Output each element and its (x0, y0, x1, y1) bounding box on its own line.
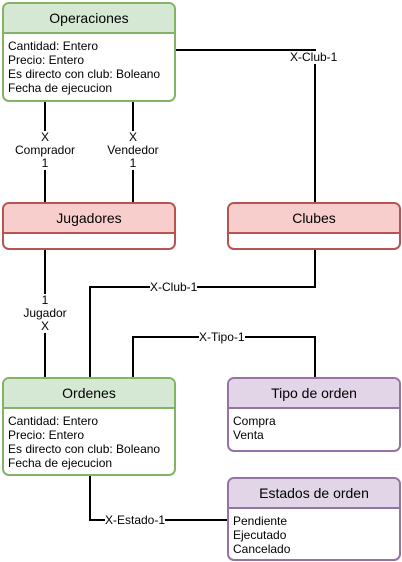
entity-jugadores-title: Jugadores (4, 204, 174, 234)
label-ord-tipo: X-Tipo-1 (199, 330, 245, 344)
edge-operaciones-clubes (176, 49, 316, 202)
entity-estados-orden[interactable]: Estados de orden Pendiente Ejecutado Can… (227, 477, 401, 561)
edge-ordenes-clubes (89, 250, 316, 377)
entity-estados-orden-title: Estados de orden (229, 479, 399, 509)
cardinality-bottom: 1 (129, 156, 137, 170)
role-name: Comprador (15, 143, 76, 157)
entity-operaciones-title: Operaciones (4, 4, 174, 34)
label-ord-estado: X-Estado-1 (105, 513, 166, 527)
entity-clubes-title: Clubes (229, 204, 399, 234)
cardinality-top: X (40, 130, 49, 144)
edge-ordenes-estado (89, 476, 227, 521)
field: Venta (233, 428, 264, 442)
entity-ordenes-title: Ordenes (4, 379, 174, 409)
field: Cantidad: Entero (8, 414, 99, 428)
cardinality-bottom: X (40, 319, 49, 333)
entity-jugadores[interactable]: Jugadores (2, 202, 176, 250)
entity-tipo-orden-fields: Compra Venta (229, 409, 399, 447)
label-op-club: X-Club-1 (290, 50, 338, 64)
field: Fecha de ejecucion (8, 81, 113, 95)
field: Precio: Entero (8, 428, 85, 442)
entity-ordenes-fields: Cantidad: Entero Precio: Entero Es direc… (4, 409, 174, 474)
field: Pendiente (233, 514, 288, 528)
cardinality-top: 1 (41, 293, 49, 307)
entity-clubes[interactable]: Clubes (227, 202, 401, 250)
field: Es directo con club: Boleano (8, 67, 161, 81)
field: Fecha de ejecucion (8, 456, 113, 470)
role-name: Jugador (23, 306, 67, 320)
field: Ejecutado (233, 528, 287, 542)
label-ord-club: X-Club-1 (150, 280, 198, 294)
entity-tipo-orden[interactable]: Tipo de orden Compra Venta (227, 377, 401, 452)
field: Compra (233, 414, 276, 428)
field: Cancelado (233, 542, 291, 556)
role-name: Vendedor (107, 143, 159, 157)
label-vendedor: X Vendedor 1 (103, 131, 163, 170)
entity-operaciones[interactable]: Operaciones Cantidad: Entero Precio: Ent… (2, 2, 176, 102)
entity-estados-orden-fields: Pendiente Ejecutado Cancelado (229, 509, 399, 559)
cardinality-bottom: 1 (41, 156, 49, 170)
field: Precio: Entero (8, 53, 85, 67)
label-jugador: 1 Jugador X (15, 294, 75, 333)
entity-tipo-orden-title: Tipo de orden (229, 379, 399, 409)
entity-ordenes[interactable]: Ordenes Cantidad: Entero Precio: Entero … (2, 377, 176, 476)
field: Es directo con club: Boleano (8, 442, 161, 456)
cardinality-top: X (128, 130, 137, 144)
label-comprador: X Comprador 1 (15, 131, 75, 170)
entity-operaciones-fields: Cantidad: Entero Precio: Entero Es direc… (4, 34, 174, 100)
field: Cantidad: Entero (8, 39, 99, 53)
